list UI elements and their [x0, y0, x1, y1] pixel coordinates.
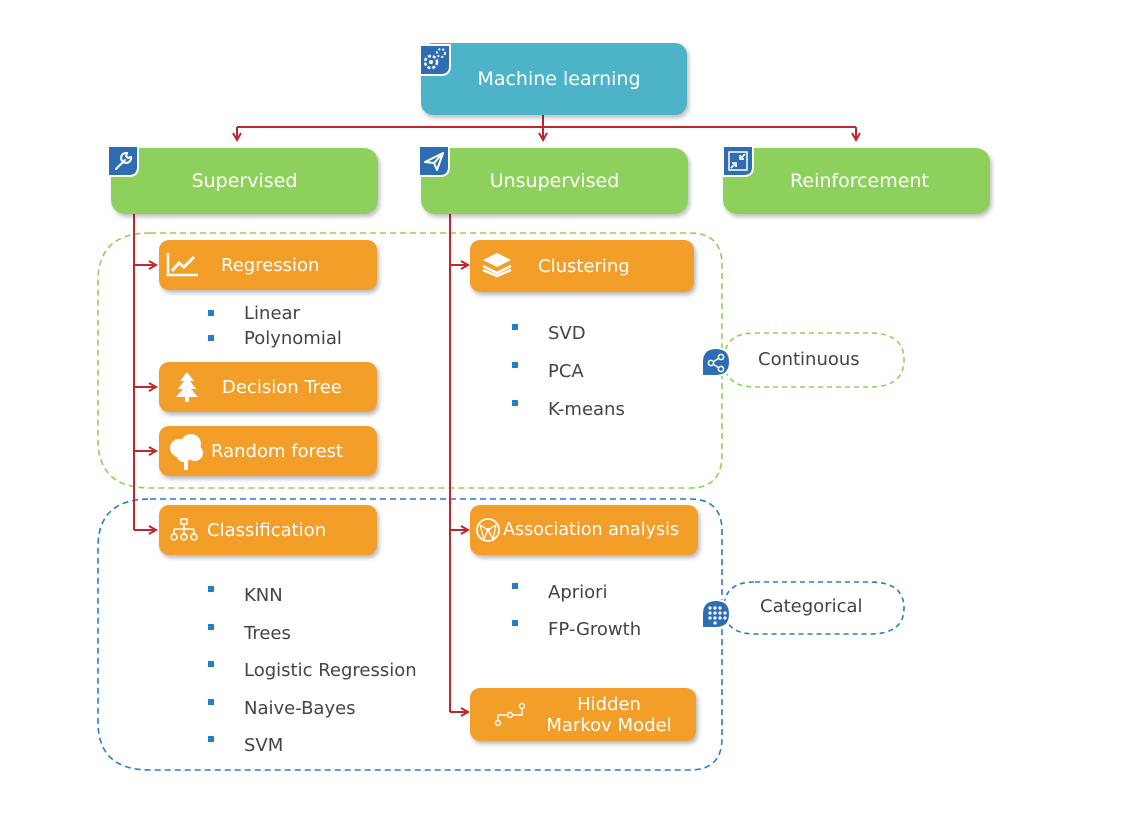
wrench-icon — [107, 145, 139, 177]
category-reinforcement[interactable]: Reinforcement — [723, 148, 990, 214]
list-item: Trees — [208, 615, 417, 653]
grid-dots-icon — [701, 598, 732, 629]
method-decision-tree[interactable]: Decision Tree — [159, 362, 377, 412]
hmm-label-line1: Hidden — [577, 693, 641, 715]
line-chart-icon — [166, 253, 198, 277]
share-icon — [701, 346, 732, 377]
categorical-label-outline — [723, 581, 905, 635]
pine-tree-icon — [176, 372, 198, 402]
hmm-label-line2: Markov Model — [546, 714, 672, 736]
list-item: Apriori — [512, 574, 641, 611]
regression-list: Linear Polynomial — [208, 301, 342, 351]
random-forest-label: Random forest — [211, 440, 344, 462]
paper-plane-icon — [418, 145, 450, 177]
continuous-label-outline — [723, 332, 905, 388]
continuous-group-label: Continuous — [758, 349, 860, 370]
list-item: SVM — [208, 727, 417, 765]
path-nodes-icon — [494, 702, 526, 727]
classification-list: KNN Trees Logistic Regression Naive-Baye… — [208, 577, 417, 765]
method-hidden-markov-model[interactable]: Hidden Markov Model — [470, 688, 696, 741]
gears-icon — [419, 44, 451, 76]
layers-icon — [482, 253, 512, 278]
list-item: Logistic Regression — [208, 652, 417, 690]
clustering-list: SVD PCA K-means — [512, 315, 625, 429]
classification-label: Classification — [207, 519, 327, 541]
list-item: Linear — [208, 301, 342, 326]
reinforcement-label: Reinforcement — [790, 170, 929, 192]
hierarchy-icon — [170, 518, 198, 541]
clustering-label: Clustering — [538, 255, 630, 277]
list-item: PCA — [512, 353, 625, 391]
continuous-group-outline — [97, 232, 723, 489]
list-item: Polynomial — [208, 326, 342, 351]
list-item: Naive-Bayes — [208, 690, 417, 728]
globe-network-icon — [476, 518, 500, 542]
supervised-label: Supervised — [191, 170, 298, 192]
category-unsupervised[interactable]: Unsupervised — [421, 148, 688, 214]
regression-label: Regression — [221, 254, 320, 276]
association-label: Association analysis — [503, 520, 680, 540]
list-item: FP-Growth — [512, 611, 641, 648]
connectors — [133, 114, 856, 712]
decision-tree-label: Decision Tree — [222, 376, 342, 398]
unsupervised-label: Unsupervised — [489, 170, 620, 192]
compress-icon — [722, 145, 754, 177]
method-regression[interactable]: Regression — [159, 240, 377, 290]
list-item: SVD — [512, 315, 625, 353]
method-clustering[interactable]: Clustering — [470, 240, 694, 292]
category-supervised[interactable]: Supervised — [111, 148, 378, 214]
tree-icon — [170, 434, 203, 470]
root-node-label: Machine learning — [477, 68, 641, 90]
list-item: K-means — [512, 391, 625, 429]
method-association-analysis[interactable]: Association analysis — [470, 505, 698, 555]
categorical-group-outline — [97, 498, 723, 771]
root-node-machine-learning[interactable]: Machine learning — [421, 43, 687, 115]
association-list: Apriori FP-Growth — [512, 574, 641, 648]
method-classification[interactable]: Classification — [159, 505, 377, 555]
list-item: KNN — [208, 577, 417, 615]
categorical-group-label: Categorical — [760, 596, 863, 617]
